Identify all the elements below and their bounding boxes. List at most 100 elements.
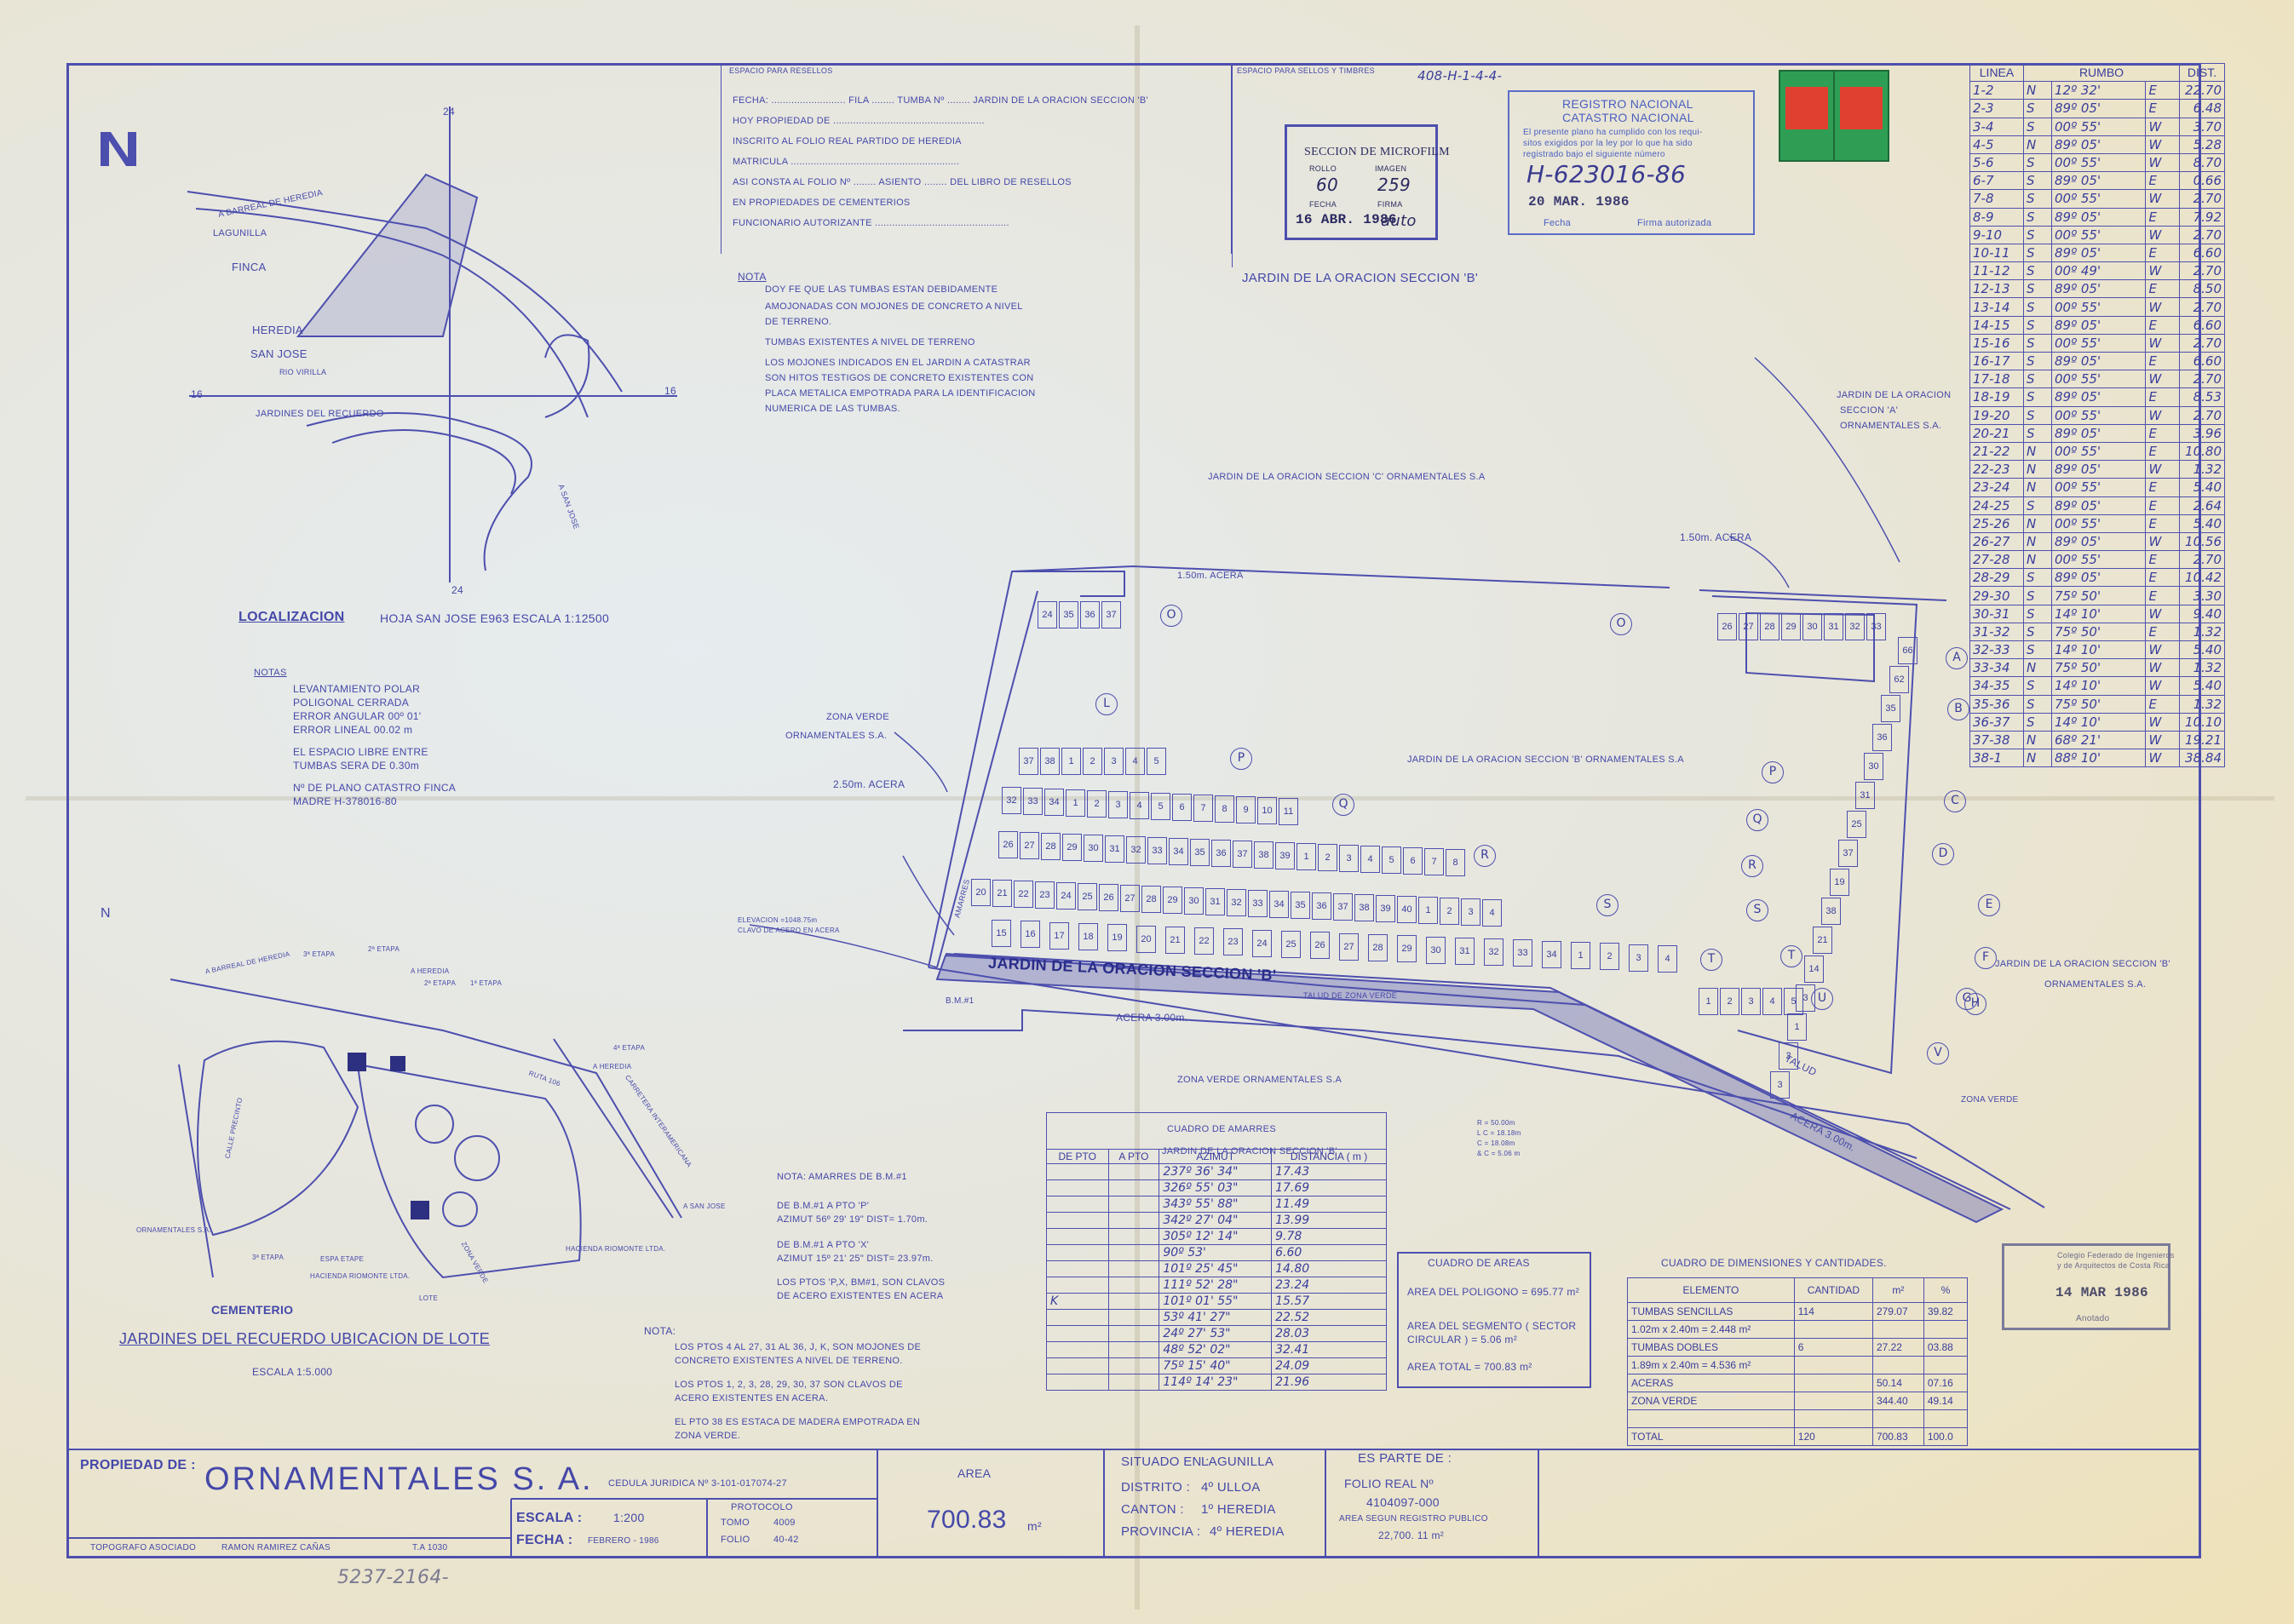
- tomb-right-col: 2: [1779, 1042, 1798, 1070]
- tomb-row1: 37: [1101, 601, 1121, 628]
- rumbo-cell: S: [2023, 279, 2052, 299]
- tomb-row7: 31: [1824, 613, 1843, 640]
- rumbo-cell: 25-26: [1969, 514, 2024, 533]
- amarres-cell: [1046, 1228, 1109, 1245]
- section-band: [935, 954, 2004, 1224]
- dim-cell: [1793, 1374, 1873, 1392]
- rumbo-cell: 29-30: [1969, 586, 2024, 605]
- tomb-row5: 1: [1418, 897, 1438, 924]
- rumbo-cell: S: [2023, 622, 2052, 642]
- rumbo-cell: 2.70: [2179, 261, 2225, 281]
- nota-line: NUMERICA DE LAS TUMBAS.: [765, 404, 900, 414]
- amarres-cell: 53º 41' 27": [1158, 1309, 1273, 1326]
- amarres-cell: [1107, 1325, 1160, 1342]
- notas-line: LEVANTAMIENTO POLAR: [293, 683, 421, 695]
- leader-secc-a: [1754, 357, 1900, 563]
- tb-tomo-label: TOMO: [721, 1518, 750, 1528]
- dim-header: CANTIDAD: [1793, 1277, 1873, 1303]
- registro-title2: CATASTRO NACIONAL: [1562, 111, 1694, 124]
- tomb-row3: 32: [1002, 787, 1021, 814]
- tomb-right-col: 30: [1864, 753, 1883, 780]
- amarres-header: AZIMUT: [1158, 1149, 1273, 1164]
- amarres-header: DE PTO: [1046, 1149, 1109, 1164]
- acera-lower: [903, 1008, 1917, 1159]
- rumbo-cell: W: [2145, 370, 2180, 389]
- loc-label-virilla: RIO VIRILLA: [279, 368, 327, 376]
- rumbo-cell: N: [2023, 514, 2052, 533]
- registry-line: INSCRITO AL FOLIO REAL PARTIDO DE HEREDI…: [733, 136, 962, 146]
- dim-cell: 6: [1793, 1338, 1873, 1357]
- circle-marker: U: [1811, 988, 1833, 1010]
- rumbo-cell: E: [2145, 315, 2180, 335]
- tb-parte-label: ES PARTE DE :: [1358, 1451, 1452, 1466]
- amarres-row: 114º 14' 23"21.96: [1046, 1374, 1387, 1391]
- cem-label: 3ª ETAPA: [252, 1254, 285, 1261]
- label-secc-c: JARDIN DE LA ORACION SECCION 'C' ORNAMEN…: [1208, 472, 1486, 482]
- rumbo-cell: W: [2145, 225, 2180, 244]
- rumbo-cell: 7-8: [1969, 189, 2024, 209]
- loc-coord-top: 24: [443, 106, 455, 118]
- road-loop: [544, 334, 590, 418]
- tomb-row8: 5: [1784, 988, 1803, 1015]
- circle-marker: O: [1610, 613, 1632, 635]
- tomb-right-col: 36: [1872, 724, 1892, 751]
- rumbo-cell: 38-1: [1969, 749, 2024, 768]
- rumbo-cell: 6.60: [2179, 243, 2225, 263]
- rumbo-cell: 5.40: [2179, 478, 2225, 497]
- river-virilla: [331, 429, 516, 495]
- rumbo-cell: W: [2145, 152, 2180, 173]
- stamp-emblem-1: [1785, 87, 1828, 129]
- rumbo-cell: E: [2145, 81, 2180, 100]
- tomb-row5: 21: [992, 880, 1012, 907]
- rumbo-cell: N: [2023, 531, 2052, 552]
- registry-box: [721, 63, 1232, 254]
- label-zona-verde-right: ZONA VERDE: [1961, 1095, 2019, 1105]
- tomb-row5: 20: [971, 879, 991, 906]
- dim-cell: [1871, 1409, 1924, 1428]
- tomb-row6: 33: [1513, 939, 1532, 967]
- tomb-row5: 3: [1461, 898, 1480, 926]
- circle-marker: R: [1474, 845, 1496, 867]
- rumbo-cell: 10.42: [2179, 568, 2225, 588]
- rumbo-cell: 3.30: [2179, 586, 2225, 605]
- amarres-cell: 111º 52' 28": [1158, 1277, 1273, 1294]
- tomb-row5: 32: [1227, 889, 1246, 916]
- tomb-row6: 19: [1107, 924, 1127, 952]
- tomb-row5: 37: [1333, 893, 1353, 921]
- areas-line: CIRCULAR ) = 5.06 m²: [1407, 1334, 1518, 1346]
- circle-marker: H: [1964, 993, 1986, 1015]
- rumbo-cell: E: [2145, 441, 2180, 462]
- tomb-right-col: 62: [1889, 666, 1909, 693]
- rumbo-cell: 00º 55': [2050, 117, 2147, 136]
- colegio-stamp: Colegio Federado de Ingenieros y de Arqu…: [2002, 1243, 2174, 1330]
- leader-acera-150: [1728, 536, 1790, 588]
- tb-provincia: 4º HEREDIA: [1210, 1524, 1285, 1539]
- rumbo-cell: 2.70: [2179, 333, 2225, 353]
- notas-line: POLIGONAL CERRADA: [293, 697, 410, 709]
- dim-cell: 114: [1793, 1302, 1873, 1321]
- tb-tomo: 4009: [773, 1518, 796, 1528]
- tomb-row2: 2: [1083, 748, 1102, 775]
- loc-label-jardines: JARDINES DEL RECUERDO: [256, 409, 384, 419]
- rumbo-cell: S: [2023, 568, 2052, 588]
- rumbo-cell: 16-17: [1969, 351, 2024, 371]
- tomb-row5: 30: [1184, 887, 1204, 915]
- rumbo-cell: S: [2023, 640, 2052, 660]
- cem-label: HACIENDA RIOMONTE LTDA.: [566, 1245, 666, 1253]
- cem-title: CEMENTERIO: [211, 1303, 294, 1317]
- rumbo-cell: 13-14: [1969, 297, 2024, 317]
- amarres-cell: 28.03: [1271, 1325, 1387, 1342]
- amarres-cell: [1046, 1179, 1109, 1196]
- dim-cell: 279.07: [1871, 1302, 1924, 1321]
- tomb-row6: 21: [1165, 926, 1185, 954]
- label-curve-2: L C = 18.18m: [1477, 1129, 1521, 1137]
- amarres-cell: [1107, 1341, 1160, 1358]
- rumbo-cell: 4-5: [1969, 135, 2024, 154]
- circle-marker: S: [1596, 894, 1618, 916]
- rumbo-cell: 14º 10': [2050, 712, 2147, 732]
- registry-line: HOY PROPIEDAD DE .......................…: [733, 116, 985, 126]
- amarres-cell: 17.69: [1271, 1179, 1387, 1196]
